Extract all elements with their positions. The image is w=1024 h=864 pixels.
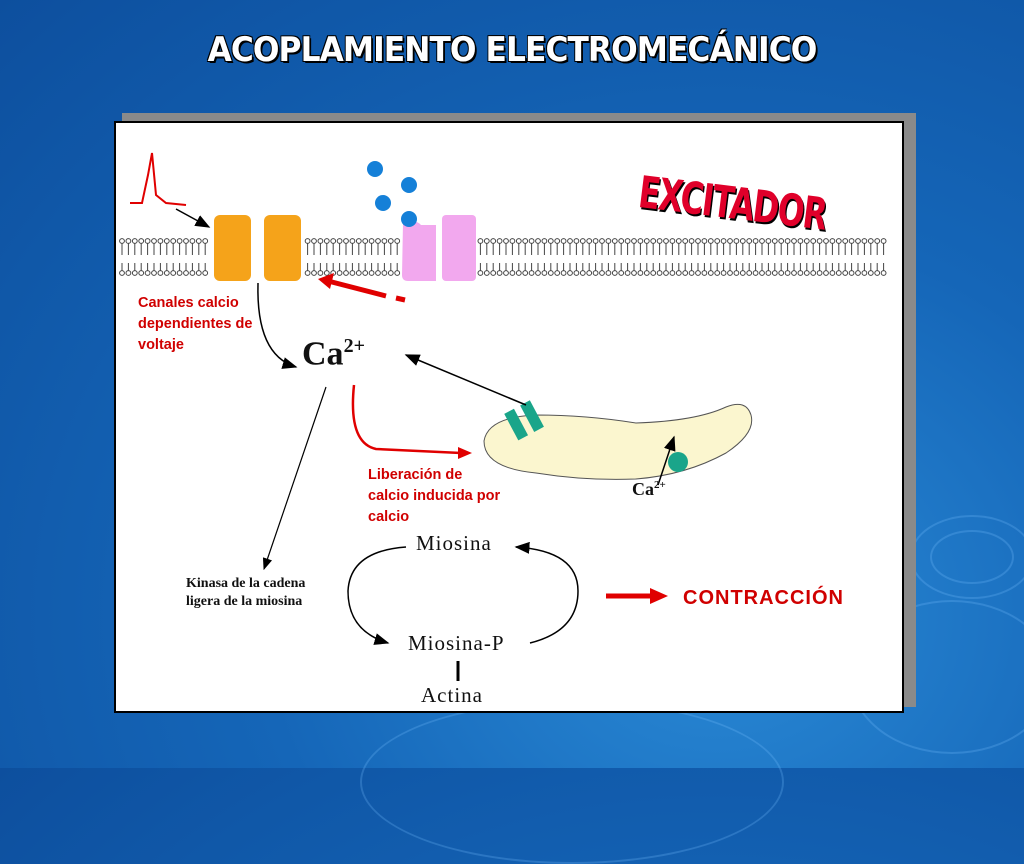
red-signal-dash xyxy=(395,295,406,303)
calcium-pump xyxy=(668,452,688,472)
diagram-panel: EXCITADOR Canales calcio dependientes de… xyxy=(114,121,904,713)
calcium-ion-label: Ca2+ xyxy=(302,335,365,373)
liberacion-line-2: calcio inducida por xyxy=(368,488,501,504)
calcium-to-kinase-arrow xyxy=(262,386,327,571)
calcium-small-label: Ca2+ xyxy=(632,479,666,500)
cycle-right-arc xyxy=(514,541,579,644)
ion-dot xyxy=(401,177,417,193)
contraction-arrowhead xyxy=(650,588,668,604)
receptor-left-subunit xyxy=(402,221,436,281)
pump-arrow xyxy=(657,435,676,486)
liberacion-label: Liberación de calcio inducida por calcio xyxy=(368,465,500,528)
calcium-small-charge: 2+ xyxy=(654,479,666,491)
calcium-channel-left-subunit xyxy=(214,215,251,281)
reticulum-to-calcium-arrow xyxy=(404,354,527,406)
canales-line-3: voltaje xyxy=(138,337,184,353)
sarcoplasmic-reticulum xyxy=(483,403,753,480)
liberacion-line-3: calcio xyxy=(368,509,410,525)
liberacion-line-1: Liberación de xyxy=(368,467,463,483)
diagram-graphics xyxy=(119,152,887,681)
red-signal-arrow xyxy=(327,278,387,299)
calcium-small-symbol: Ca xyxy=(632,479,654,499)
cycle-left-arc xyxy=(347,546,407,645)
kinasa-line-1: Kinasa de la cadena xyxy=(186,576,306,591)
calcium-channel-right-subunit xyxy=(264,215,301,281)
cicr-red-arrow xyxy=(351,384,462,455)
ion-dot xyxy=(401,211,417,227)
stimulus-arrow xyxy=(175,208,211,228)
kinasa-line-2: ligera de la miosina xyxy=(186,594,303,609)
canales-label: Canales calcio dependientes de voltaje xyxy=(138,293,252,356)
cell-membrane xyxy=(119,238,887,276)
canales-line-2: dependientes de xyxy=(138,316,253,332)
calcium-charge: 2+ xyxy=(343,335,365,357)
miosina-label: Miosina xyxy=(416,531,492,555)
background-ripple xyxy=(910,515,1024,599)
receptor-right-subunit xyxy=(442,215,476,281)
background-ripple xyxy=(360,700,784,864)
kinasa-label: Kinasa de la cadena ligera de la miosina xyxy=(186,575,305,611)
red-signal-arrowhead xyxy=(318,273,334,289)
ion-dot xyxy=(375,195,391,211)
miosina-p-label: Miosina-P xyxy=(408,631,505,655)
channel-to-calcium-arrow xyxy=(257,282,298,369)
ryanodine-receptor xyxy=(504,400,544,441)
slide-title: ACOPLAMIENTO ELECTROMECÁNICO xyxy=(207,30,818,70)
actina-label: Actina xyxy=(421,683,483,707)
action-potential-trace xyxy=(130,152,187,206)
ion-dot xyxy=(367,161,383,177)
canales-line-1: Canales calcio xyxy=(138,295,239,311)
contraccion-label: CONTRACCIÓN xyxy=(683,587,844,609)
calcium-symbol: Ca xyxy=(302,335,344,373)
cicr-red-arrowhead xyxy=(458,447,472,459)
